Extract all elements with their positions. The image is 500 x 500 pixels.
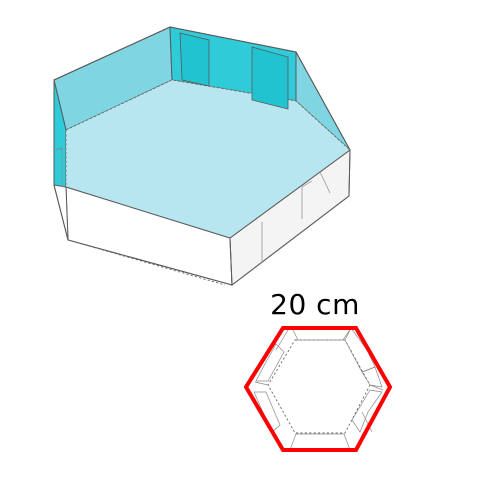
flap-tab-right bbox=[251, 46, 289, 110]
dimension-label: 20 cm bbox=[270, 288, 360, 321]
water-surface bbox=[66, 80, 350, 238]
hexagonal-box-3d bbox=[53, 26, 351, 286]
hexagon-top-view bbox=[243, 326, 393, 452]
flap-tab-left bbox=[179, 32, 210, 87]
hexagon-outline bbox=[243, 326, 393, 452]
